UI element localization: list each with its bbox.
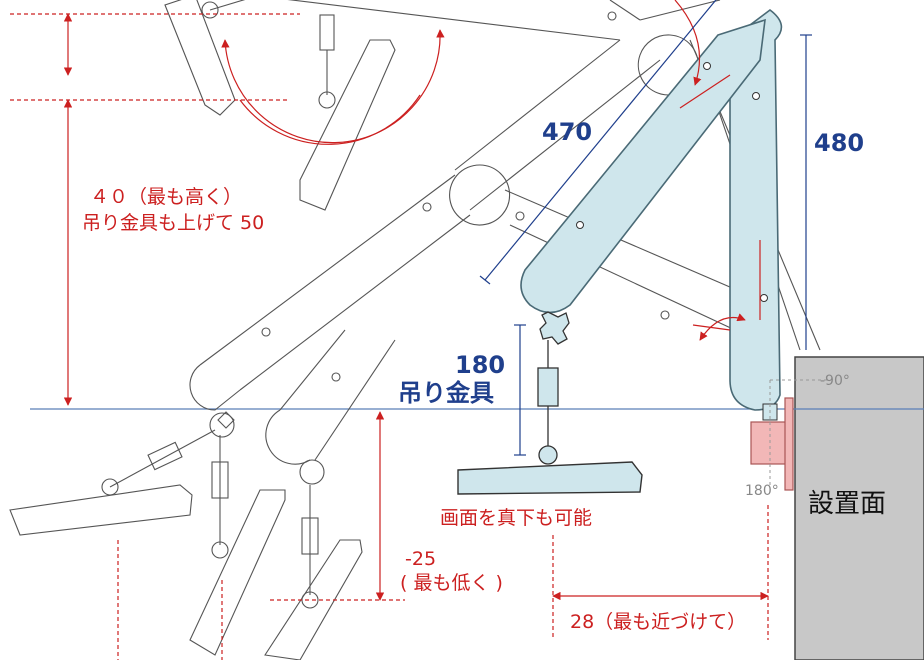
angle-180-label: 180° (745, 483, 779, 499)
blue-guides (479, 0, 812, 456)
hanger-label: 吊り金具 (398, 379, 494, 407)
gray-angle-guides (769, 379, 830, 490)
hanger-length-label: 180 (455, 351, 505, 379)
ghost-monitors (9, 0, 396, 660)
main-arm (457, 8, 783, 495)
main-monitor (457, 461, 643, 495)
face-down-label: 画面を真下も可能 (440, 507, 592, 529)
red-guides (10, 0, 769, 660)
angle-neg90-label: -90° (820, 373, 850, 389)
post-height-label: 480 (814, 129, 864, 157)
ghost-arm-middle (189, 164, 511, 465)
mount-surface (794, 356, 924, 660)
height-min-note: ( 最も低く ) (400, 572, 503, 594)
reach-min-label: 28（最も近づけて） (570, 611, 746, 633)
arm-length-label: 470 (542, 118, 592, 146)
height-max-label: ４０（最も高く） (90, 186, 242, 208)
height-min-label: -25 (405, 548, 436, 570)
height-max-note: 吊り金具も上げて 50 (82, 212, 264, 234)
mount-surface-label: 設置面 (808, 489, 886, 519)
